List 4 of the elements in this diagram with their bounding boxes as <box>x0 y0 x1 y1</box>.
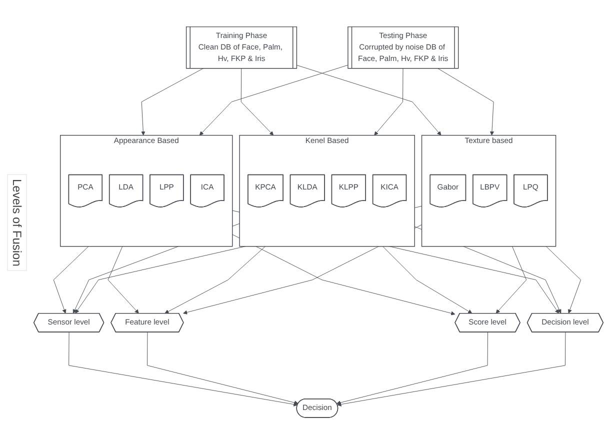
cluster <box>60 135 233 248</box>
rotated-label: Levels of Fusion <box>7 174 27 272</box>
cluster <box>239 135 415 248</box>
cluster <box>421 135 556 248</box>
